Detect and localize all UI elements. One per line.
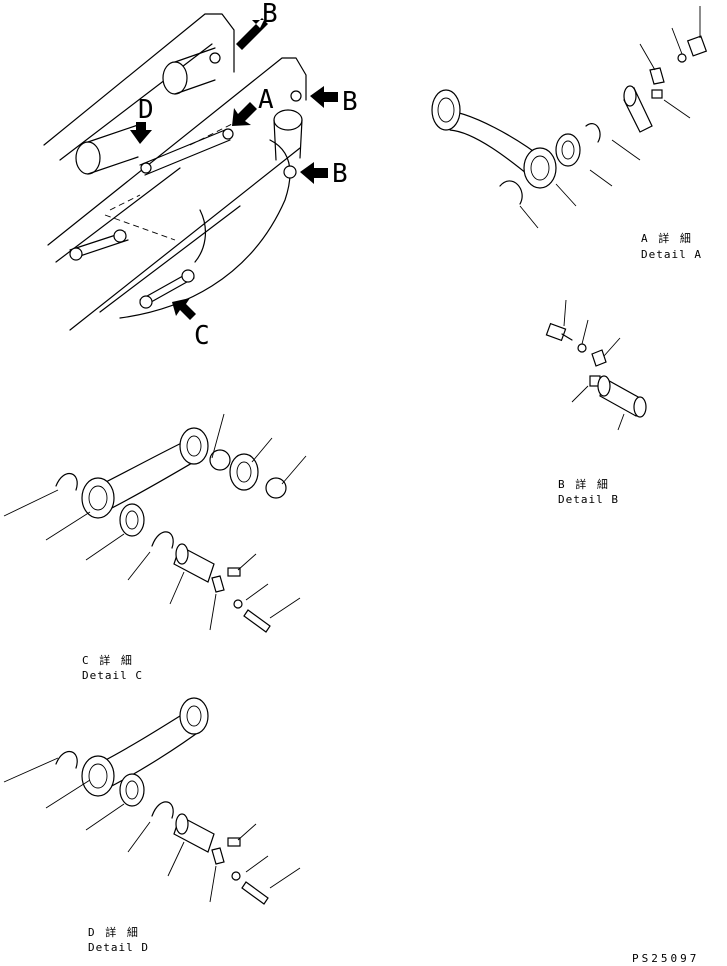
- arrow-b-right-bottom: [300, 162, 328, 184]
- detail-c-label-en: Detail C: [82, 669, 143, 682]
- drawing-code: PS25097: [632, 952, 700, 965]
- arrow-d: [130, 122, 152, 144]
- detail-c-drawing: [3, 413, 307, 633]
- frame-assembly: [43, 13, 307, 331]
- detail-d-label-jp: D 詳 細: [88, 926, 140, 939]
- detail-a-drawing: [431, 6, 708, 229]
- callout-c: C: [194, 321, 210, 351]
- callout-d: D: [138, 95, 154, 125]
- callout-b-right-top: B: [342, 87, 358, 117]
- callout-a: A: [258, 85, 274, 115]
- arrow-a: [232, 102, 257, 126]
- callout-arrows: [130, 18, 338, 320]
- detail-b-label-en: Detail B: [558, 493, 619, 506]
- detail-b-label-jp: B 詳 細: [558, 478, 610, 491]
- arrow-b-right-top: [310, 86, 338, 108]
- arrow-b-top: [236, 18, 268, 50]
- detail-d-drawing: [3, 697, 301, 905]
- detail-c-label-jp: C 詳 細: [82, 654, 134, 667]
- arrow-c: [172, 298, 196, 320]
- detail-d-label-en: Detail D: [88, 941, 149, 954]
- detail-a-label-en: Detail A: [641, 248, 702, 261]
- detail-a-label-jp: A 詳 細: [641, 232, 693, 245]
- callout-b-right-bottom: B: [332, 159, 348, 189]
- callout-b-top: B: [262, 0, 278, 29]
- detail-b-drawing: [545, 299, 647, 431]
